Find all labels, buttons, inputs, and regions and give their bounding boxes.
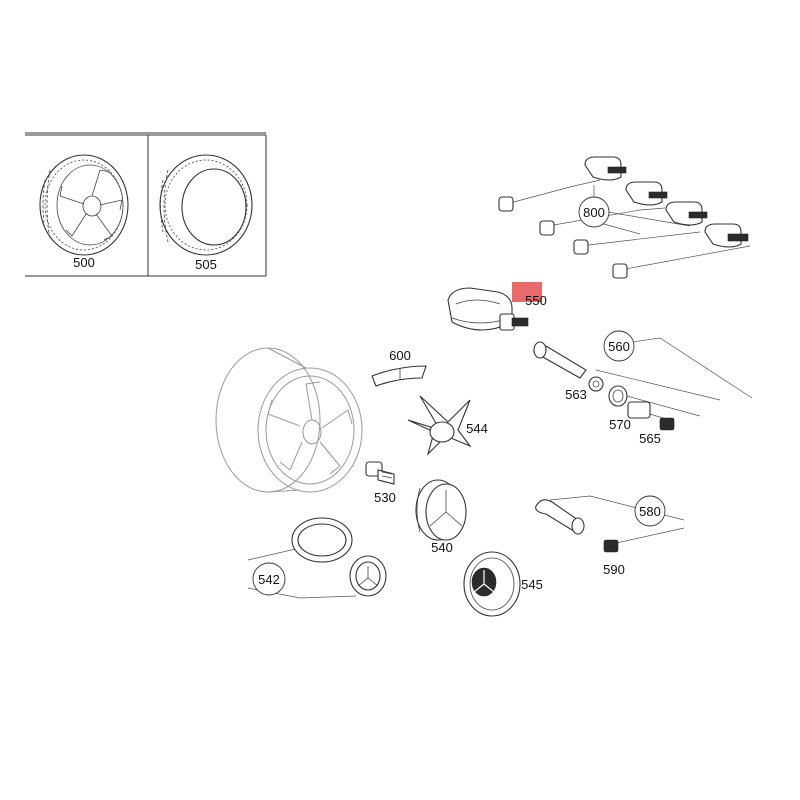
label-590: 590	[603, 562, 625, 577]
valve-580[interactable]	[535, 495, 685, 553]
valve-cap-small-1	[498, 196, 514, 212]
tpms-sensor-small-4	[704, 223, 749, 248]
disc-cap-group-542[interactable]	[247, 517, 387, 599]
label-545: 545	[521, 577, 543, 592]
label-542: 542	[258, 572, 280, 587]
center-disc-545[interactable]	[463, 551, 521, 617]
balance-weight-600[interactable]	[371, 365, 427, 387]
tpms-sensor-small-3	[665, 201, 708, 226]
label-600: 600	[389, 348, 411, 363]
hub-cap-540[interactable]	[415, 479, 467, 541]
tpms-sensor-small-1	[584, 156, 627, 181]
tpms-sensor-small-2	[625, 181, 668, 206]
valve-group-560[interactable]	[532, 330, 753, 431]
tpms-sensor-550[interactable]	[447, 287, 529, 331]
wheel-outline	[215, 347, 363, 493]
valve-cap-small-4	[612, 263, 628, 279]
label-540: 540	[431, 540, 453, 555]
label-800: 800	[583, 205, 605, 220]
valve-cap-small-3	[573, 239, 589, 255]
sensor-kit-800[interactable]	[498, 156, 751, 279]
panel-frames	[25, 132, 267, 277]
label-505: 505	[195, 257, 217, 272]
label-560: 560	[608, 339, 630, 354]
label-530: 530	[374, 490, 396, 505]
label-550: 550	[525, 293, 547, 308]
complete-wheel-500[interactable]	[39, 154, 129, 256]
label-544: 544	[466, 421, 488, 436]
label-563: 563	[565, 387, 587, 402]
label-565: 565	[639, 431, 661, 446]
highlight-550	[512, 282, 542, 302]
label-580: 580	[639, 504, 661, 519]
tire-505[interactable]	[159, 154, 253, 256]
wheel-bolt-530[interactable]	[365, 461, 395, 485]
star-center-544[interactable]	[407, 395, 472, 456]
valve-cap-small-2	[539, 220, 555, 236]
label-570: 570	[609, 417, 631, 432]
label-500: 500	[73, 255, 95, 270]
